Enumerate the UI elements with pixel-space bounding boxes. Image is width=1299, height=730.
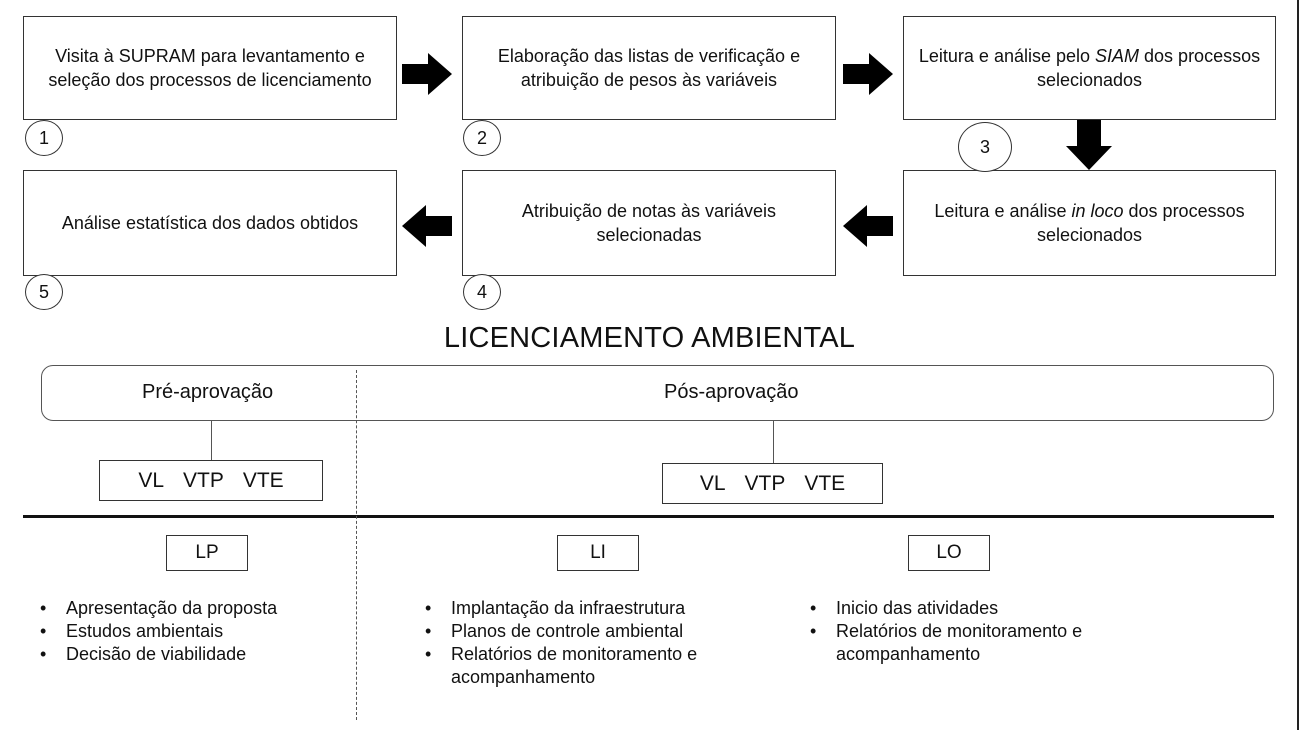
- list-item: Inicio das atividades: [806, 597, 1136, 620]
- step-text-part: Análise estatística dos dados obtidos: [61, 213, 359, 233]
- variable-vtp: VTP: [744, 471, 786, 495]
- step-text: Visita à SUPRAM para levantamento e sele…: [34, 44, 386, 92]
- connector-line: [211, 421, 212, 460]
- connector-line: [773, 421, 774, 463]
- step-3-box: Leitura e análise pelo SIAM dos processo…: [903, 16, 1276, 120]
- post-approval-label: Pós-aprovação: [664, 381, 799, 403]
- step-3-number: 3: [958, 122, 1012, 172]
- step-text-italic: in loco: [1071, 201, 1124, 221]
- arrow-down-icon: [1066, 120, 1112, 170]
- step-text-italic: SIAM: [1095, 46, 1140, 66]
- li-activity-list: Implantação da infraestrutura Planos de …: [421, 597, 766, 689]
- phase-bar: [41, 365, 1274, 421]
- phase-separator: [356, 370, 357, 720]
- step-text: Leitura e análise pelo SIAM dos processo…: [914, 44, 1265, 92]
- section-title: LICENCIAMENTO AMBIENTAL: [443, 322, 856, 354]
- step-text: Leitura e análise in loco dos processos …: [914, 199, 1265, 247]
- variable-vl: VL: [138, 468, 164, 492]
- step-4-number: 4: [463, 274, 501, 310]
- lo-activity-list: Inicio das atividades Relatórios de moni…: [806, 597, 1136, 666]
- lp-activity-list: Apresentação da proposta Estudos ambient…: [36, 597, 346, 666]
- step-text: Análise estatística dos dados obtidos: [62, 211, 358, 235]
- arrow-left-icon: [402, 205, 452, 247]
- divider-line: [23, 515, 1274, 518]
- variable-vtp: VTP: [183, 468, 224, 492]
- pre-approval-label: Pré-aprovação: [142, 381, 274, 403]
- step-text: Elaboração das listas de verificação e a…: [473, 44, 825, 92]
- step-text-part: Visita à SUPRAM para levantamento e sele…: [48, 46, 372, 90]
- step-text-part: Leitura e análise pelo: [918, 46, 1096, 66]
- list-item: Estudos ambientais: [36, 620, 346, 643]
- step-6-box: Leitura e análise in loco dos processos …: [903, 170, 1276, 276]
- list-item: Relatórios de monitoramento e acompanham…: [421, 643, 766, 689]
- list-item: Relatórios de monitoramento e acompanham…: [806, 620, 1136, 666]
- variable-vl: VL: [699, 471, 726, 495]
- step-2-number: 2: [463, 120, 501, 156]
- variables-box-post: VL VTP VTE: [662, 463, 883, 504]
- step-1-number: 1: [25, 120, 63, 156]
- license-lp-box: LP: [166, 535, 248, 571]
- step-text-part: Atribuição de notas às variáveis selecio…: [521, 201, 777, 245]
- variables-box-pre: VL VTP VTE: [99, 460, 323, 501]
- step-5-number: 5: [25, 274, 63, 310]
- step-2-box: Elaboração das listas de verificação e a…: [462, 16, 836, 120]
- arrow-right-icon: [843, 53, 893, 95]
- arrow-right-icon: [402, 53, 452, 95]
- list-item: Apresentação da proposta: [36, 597, 346, 620]
- list-item: Planos de controle ambiental: [421, 620, 766, 643]
- step-text-part: Leitura e análise: [934, 201, 1072, 221]
- step-text-part: dos processos selecionados: [1036, 201, 1245, 245]
- step-text: Atribuição de notas às variáveis selecio…: [473, 199, 825, 247]
- step-1-box: Visita à SUPRAM para levantamento e sele…: [23, 16, 397, 120]
- arrow-left-icon: [843, 205, 893, 247]
- variable-vte: VTE: [242, 468, 284, 492]
- frame-edge: [1297, 0, 1299, 730]
- list-item: Decisão de viabilidade: [36, 643, 346, 666]
- step-4-box: Atribuição de notas às variáveis selecio…: [462, 170, 836, 276]
- step-text-part: Elaboração das listas de verificação e a…: [497, 46, 801, 90]
- license-lo-box: LO: [908, 535, 990, 571]
- step-text-part: dos processos selecionados: [1036, 46, 1261, 90]
- step-5-box: Análise estatística dos dados obtidos: [23, 170, 397, 276]
- license-li-box: LI: [557, 535, 639, 571]
- variable-vte: VTE: [804, 471, 846, 495]
- list-item: Implantação da infraestrutura: [421, 597, 766, 620]
